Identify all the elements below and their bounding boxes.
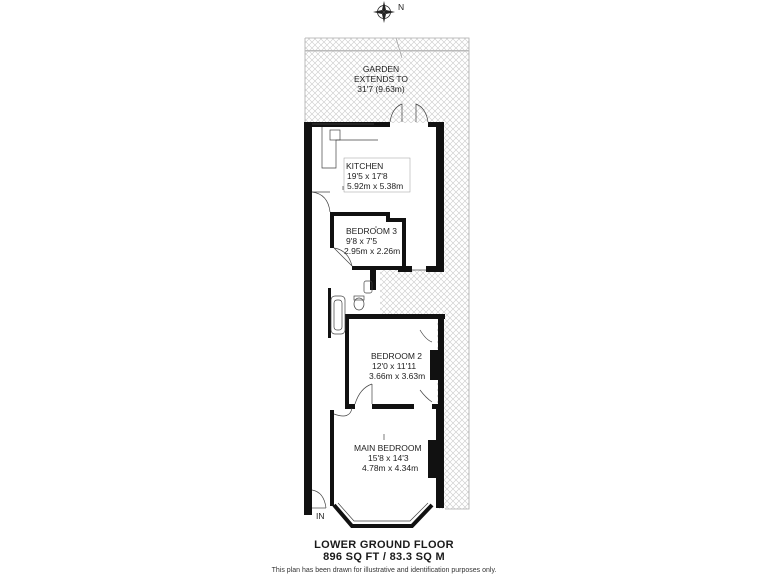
garden-label: GARDEN (363, 64, 399, 74)
garden-area (304, 37, 470, 510)
kitchen-metric: 5.92m x 5.38m (347, 181, 403, 191)
bedroom2-metric: 3.66m x 3.63m (369, 371, 425, 381)
entrance-label: IN (316, 511, 325, 521)
bedroom3-metric: 2.95m x 2.26m (344, 246, 400, 256)
floor-plan: N (304, 1, 470, 528)
compass-north-label: N (398, 2, 404, 12)
garden-dimension: 31'7 (9.63m) (357, 84, 405, 94)
kitchen-label: KITCHEN (346, 161, 383, 171)
walls (304, 122, 445, 528)
disclaimer: This plan has been drawn for illustrativ… (271, 567, 497, 574)
floor-area: 896 SQ FT / 83.3 SQ M (323, 551, 445, 563)
kitchen-imperial: 19'5 x 17'8 (347, 171, 388, 181)
bedroom2-label: BEDROOM 2 (371, 351, 422, 361)
bedroom3-imperial: 9'8 x 7'5 (346, 236, 377, 246)
garden-extends-label: EXTENDS TO (354, 74, 408, 84)
compass-icon (373, 1, 395, 23)
floor-title: LOWER GROUND FLOOR (314, 539, 454, 551)
main-bedroom-metric: 4.78m x 4.34m (362, 463, 418, 473)
main-bedroom-label: MAIN BEDROOM (354, 443, 422, 453)
bedroom3-label: BEDROOM 3 (346, 226, 397, 236)
bedroom2-imperial: 12'0 x 11'11 (372, 361, 416, 371)
main-bedroom-imperial: 15'8 x 14'3 (368, 453, 409, 463)
doors-windows (311, 103, 433, 522)
